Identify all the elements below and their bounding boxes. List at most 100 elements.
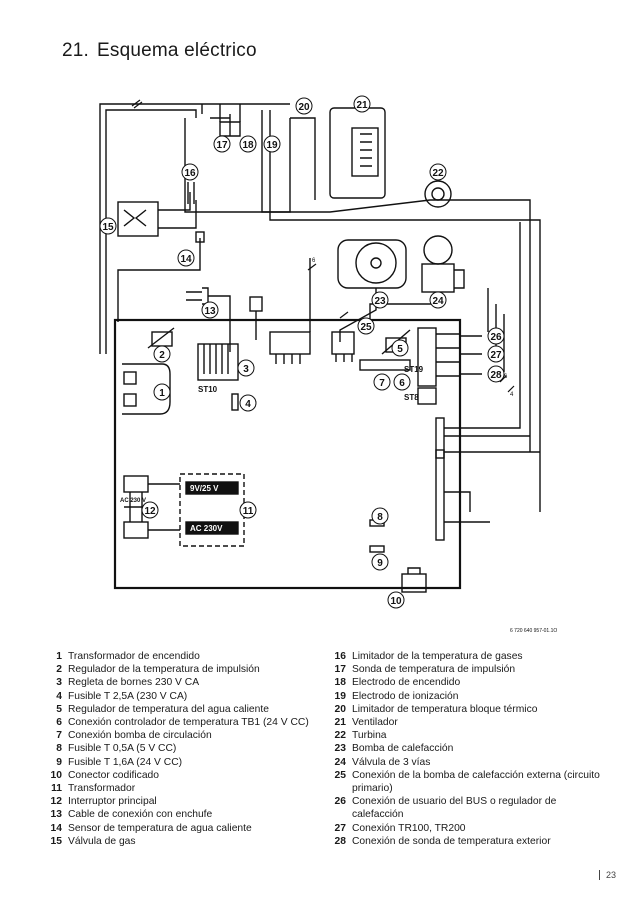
callout-4-label: 4 xyxy=(245,399,251,410)
control-board xyxy=(113,318,462,590)
callout-1: 1 xyxy=(153,383,171,401)
callout-12: 12 xyxy=(141,501,159,519)
callout-27-label: 27 xyxy=(490,350,502,361)
terminal-strip-st19 xyxy=(417,327,437,387)
legend-item: 8 Fusible T 0,5A (5 V CC) xyxy=(34,742,324,755)
legend-number: 9 xyxy=(56,756,62,768)
legend-item: 7 Conexión bomba de circulación xyxy=(34,729,324,742)
legend-text: Conexión de la bomba de calefacción exte… xyxy=(352,769,600,795)
legend-number: 1 xyxy=(56,651,62,662)
page-number: 23 xyxy=(598,870,616,880)
transformer-primary-label: AC 230V xyxy=(190,524,223,533)
callout-23-label: 23 xyxy=(374,296,386,307)
callout-18-label: 18 xyxy=(242,140,254,151)
callout-27: 27 xyxy=(487,345,505,363)
legend-text: Transformador xyxy=(68,783,136,795)
legend-number: 27 xyxy=(334,822,346,834)
callout-14-label: 14 xyxy=(180,254,192,265)
legend-item: 25 Conexión de la bomba de calefacción ex… xyxy=(318,769,608,795)
st19-label: ST19 xyxy=(404,365,424,374)
callout-8-label: 8 xyxy=(377,512,383,523)
legend-text: Cable de conexión con enchufe xyxy=(68,809,213,821)
legend-number: 16 xyxy=(334,651,346,662)
legend-number: 25 xyxy=(334,769,346,781)
legend-item: 1 Transformador de encendido xyxy=(34,650,324,663)
legend-item: 16 Limitador de la temperatura de gases xyxy=(318,650,608,663)
callout-28: 28 xyxy=(487,365,505,383)
callout-3: 3 xyxy=(237,359,255,377)
callout-5-label: 5 xyxy=(397,344,403,355)
callout-28-label: 28 xyxy=(490,370,502,381)
legend-text: Regulador de la temperatura de impulsión xyxy=(68,664,260,676)
callout-24: 24 xyxy=(429,291,447,309)
callout-2-label: 2 xyxy=(159,350,165,361)
callout-26-label: 26 xyxy=(490,332,502,343)
turbine xyxy=(424,180,452,208)
legend-number: 26 xyxy=(334,796,346,808)
callout-13: 13 xyxy=(201,301,219,319)
legend-number: 21 xyxy=(334,717,346,729)
legend-number: 18 xyxy=(334,677,346,689)
callout-1-label: 1 xyxy=(159,388,165,399)
callout-11-label: 11 xyxy=(243,506,254,517)
legend-text: Sonda de temperatura de impulsión xyxy=(352,664,516,676)
callout-24-label: 24 xyxy=(432,296,444,307)
section-title: Esquema eléctrico xyxy=(97,40,257,61)
legend-number: 4 xyxy=(56,690,62,702)
gas-valve xyxy=(117,201,159,237)
legend-text: Transformador de encendido xyxy=(68,651,200,662)
legend-text: Regleta de bornes 230 V CA xyxy=(68,677,200,689)
legend-text: Conexión bomba de circulación xyxy=(68,730,212,742)
callout-25-label: 25 xyxy=(360,322,372,333)
legend-number: 28 xyxy=(334,835,346,847)
legend-number: 20 xyxy=(334,703,346,715)
legend-text: Fusible T 0,5A (5 V CC) xyxy=(68,743,177,755)
wiring-diagram: 1 2 3 4 5 6 7 8 9 10 11 12 13 14 15 16 1… xyxy=(99,95,557,634)
callout-13-label: 13 xyxy=(204,306,216,317)
callout-7-label: 7 xyxy=(379,378,385,389)
fuse-4 xyxy=(231,393,239,411)
callout-4: 4 xyxy=(239,394,257,412)
callout-9: 9 xyxy=(371,553,389,571)
legend-number: 24 xyxy=(334,756,346,768)
legend-number: 8 xyxy=(56,743,62,755)
callout-17-label: 17 xyxy=(216,140,228,151)
callout-19-label: 19 xyxy=(266,140,278,151)
st8-label: ST8 xyxy=(404,393,419,402)
fan xyxy=(329,107,386,199)
legend-text: Limitador de la temperatura de gases xyxy=(352,651,523,662)
callout-15: 15 xyxy=(99,217,117,235)
legend-number: 10 xyxy=(50,769,62,781)
callout-22-label: 22 xyxy=(432,168,444,179)
legend-item: 13 Cable de conexión con enchufe xyxy=(34,808,324,821)
callout-18: 18 xyxy=(239,135,257,153)
callout-20: 20 xyxy=(295,97,313,115)
legend-number: 7 xyxy=(56,730,62,742)
callout-23: 23 xyxy=(371,291,389,309)
legend-text: Válvula de gas xyxy=(68,835,136,847)
legend-number: 13 xyxy=(50,809,62,821)
legend-text: Regulador de temperatura del agua calien… xyxy=(68,703,269,715)
main-switch xyxy=(123,475,149,493)
callout-12-label: 12 xyxy=(144,506,156,517)
legend-number: 22 xyxy=(334,730,346,742)
legend-number: 6 xyxy=(56,717,62,729)
wire-count-6a: 6 xyxy=(312,258,316,264)
legend-number: 19 xyxy=(334,690,346,702)
transformer-secondary-label: 9V/25 V xyxy=(190,484,219,493)
pump xyxy=(337,239,407,289)
